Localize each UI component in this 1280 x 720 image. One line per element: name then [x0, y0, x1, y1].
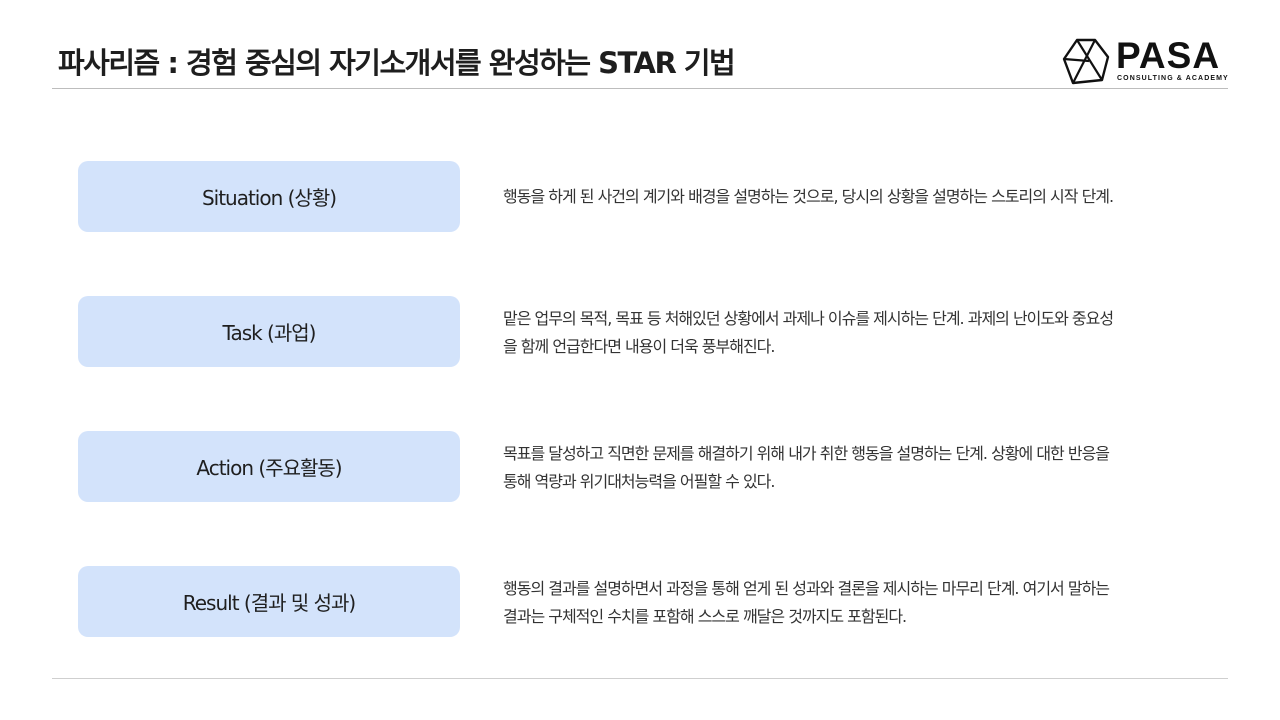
description-line: 결과는 구체적인 수치를 포함해 스스로 깨달은 것까지도 포함된다. [503, 607, 907, 626]
description-line: 목표를 달성하고 직면한 문제를 해결하기 위해 내가 취한 행동을 설명하는 … [503, 444, 1110, 463]
header-divider [52, 88, 1228, 89]
step-box-result: Result (결과 및 성과) [78, 566, 460, 637]
step-description-result: 행동의 결과를 설명하면서 과정을 통해 얻게 된 성과와 결론을 제시하는 마… [503, 575, 1148, 631]
footer-divider [52, 678, 1228, 679]
description-line: 통해 역량과 위기대처능력을 어필할 수 있다. [503, 472, 775, 491]
description-line: 행동의 결과를 설명하면서 과정을 통해 얻게 된 성과와 결론을 제시하는 마… [503, 579, 1110, 598]
pasa-logo: PASA CONSULTING & ACADEMY [1062, 35, 1232, 86]
step-description-task: 맡은 업무의 목적, 목표 등 처해있던 상황에서 과제나 이슈를 제시하는 단… [503, 305, 1148, 361]
step-box-situation: Situation (상황) [78, 161, 460, 232]
star-row-action: Action (주요활동) 목표를 달성하고 직면한 문제를 해결하기 위해 내… [78, 431, 1178, 503]
logo-tagline: CONSULTING & ACADEMY [1117, 75, 1229, 82]
star-row-situation: Situation (상황) 행동을 하게 된 사건의 계기와 배경을 설명하는… [78, 161, 1178, 233]
logo-wordmark: PASA [1116, 35, 1221, 76]
star-row-task: Task (과업) 맡은 업무의 목적, 목표 등 처해있던 상황에서 과제나 … [78, 296, 1178, 368]
description-line: 맡은 업무의 목적, 목표 등 처해있던 상황에서 과제나 이슈를 제시하는 단… [503, 309, 1114, 328]
description-line: 을 함께 언급한다면 내용이 더욱 풍부해진다. [503, 337, 775, 356]
step-description-action: 목표를 달성하고 직면한 문제를 해결하기 위해 내가 취한 행동을 설명하는 … [503, 440, 1148, 496]
step-box-task: Task (과업) [78, 296, 460, 367]
hexagon-icon [1062, 38, 1110, 85]
page-title: 파사리즘 : 경험 중심의 자기소개서를 완성하는 STAR 기법 [58, 46, 736, 80]
description-line: 행동을 하게 된 사건의 계기와 배경을 설명하는 것으로, 당시의 상황을 설… [503, 187, 1114, 206]
step-box-action: Action (주요활동) [78, 431, 460, 502]
star-row-result: Result (결과 및 성과) 행동의 결과를 설명하면서 과정을 통해 얻게… [78, 566, 1178, 638]
step-description-situation: 행동을 하게 된 사건의 계기와 배경을 설명하는 것으로, 당시의 상황을 설… [503, 183, 1148, 211]
